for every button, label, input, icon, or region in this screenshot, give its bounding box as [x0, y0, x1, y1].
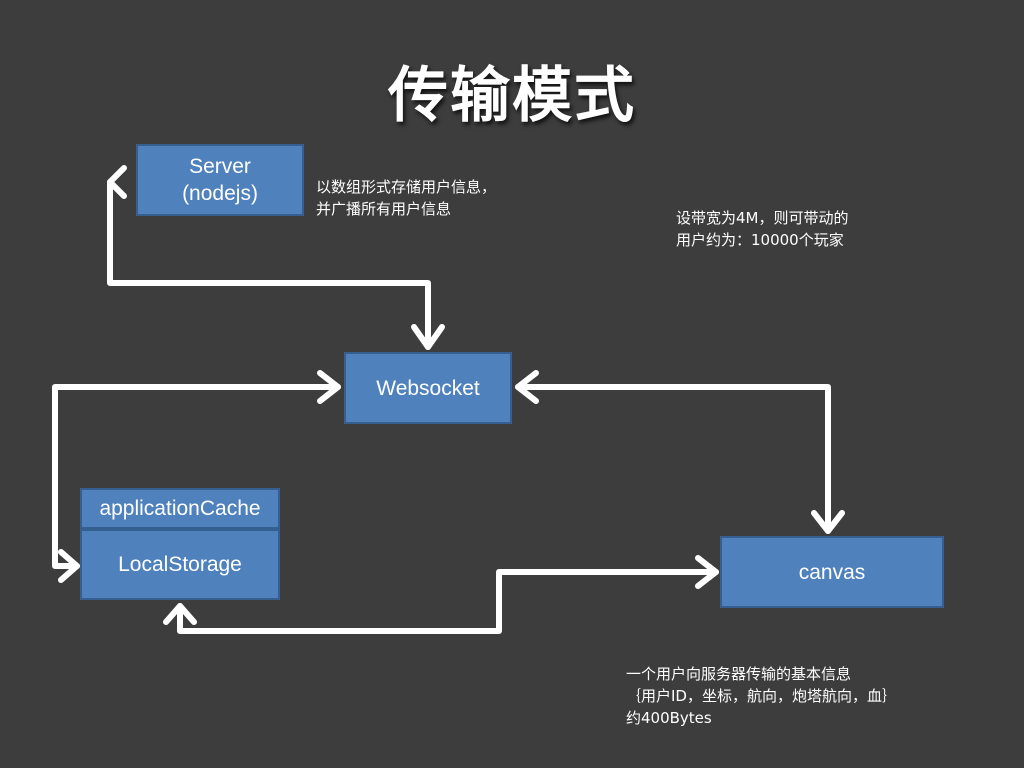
application-cache-node: applicationCache: [80, 488, 280, 529]
edge-localstorage-canvas: [177, 569, 719, 634]
server-note: 以数组形式存储用户信息， 并广播所有用户信息: [316, 176, 496, 220]
arrowhead-into-canvas-left: [695, 555, 719, 589]
arrowhead-into-websocket-top: [411, 324, 445, 350]
local-storage-label: LocalStorage: [118, 553, 242, 576]
payload-note-line: 约400Bytes: [626, 709, 712, 727]
edge-websocket-localstorage: [52, 384, 341, 569]
arrowhead-into-websocket-right: [515, 370, 539, 404]
server-node-sublabel: (nodejs): [182, 182, 258, 205]
arrowhead-into-canvas: [811, 510, 845, 534]
bandwidth-note: 设带宽为4M，则可带动的 用户约为：10000个玩家: [676, 207, 849, 251]
canvas-node: canvas: [720, 536, 944, 608]
server-note-line: 以数组形式存储用户信息，: [316, 178, 497, 196]
payload-note-line: 一个用户向服务器传输的基本信息: [626, 665, 852, 683]
application-cache-label: applicationCache: [99, 497, 261, 520]
arrowhead-into-localstorage-left: [58, 549, 80, 583]
local-storage-node: LocalStorage: [80, 529, 280, 600]
payload-note-line: ｛用户ID，坐标，航向，炮塔航向，血｝: [626, 687, 897, 705]
arrowhead-into-websocket-left: [317, 370, 341, 404]
bandwidth-note-line: 设带宽为4M，则可带动的: [676, 209, 849, 227]
server-node-label: Server: [189, 155, 251, 178]
server-note-line: 并广播所有用户信息: [316, 200, 452, 218]
arrowhead-into-server: [107, 165, 127, 199]
edge-server-websocket: [107, 179, 431, 350]
page-title: 传输模式: [388, 61, 636, 131]
edge-websocket-canvas: [515, 384, 831, 534]
bandwidth-note-line: 用户约为：10000个玩家: [676, 231, 844, 249]
payload-note: 一个用户向服务器传输的基本信息 ｛用户ID，坐标，航向，炮塔航向，血｝ 约400…: [626, 663, 897, 729]
websocket-node: Websocket: [344, 352, 512, 424]
server-node: Server (nodejs): [136, 144, 304, 216]
arrowhead-into-localstorage-bottom: [163, 603, 197, 625]
websocket-node-label: Websocket: [376, 376, 480, 400]
canvas-node-label: canvas: [798, 560, 866, 584]
